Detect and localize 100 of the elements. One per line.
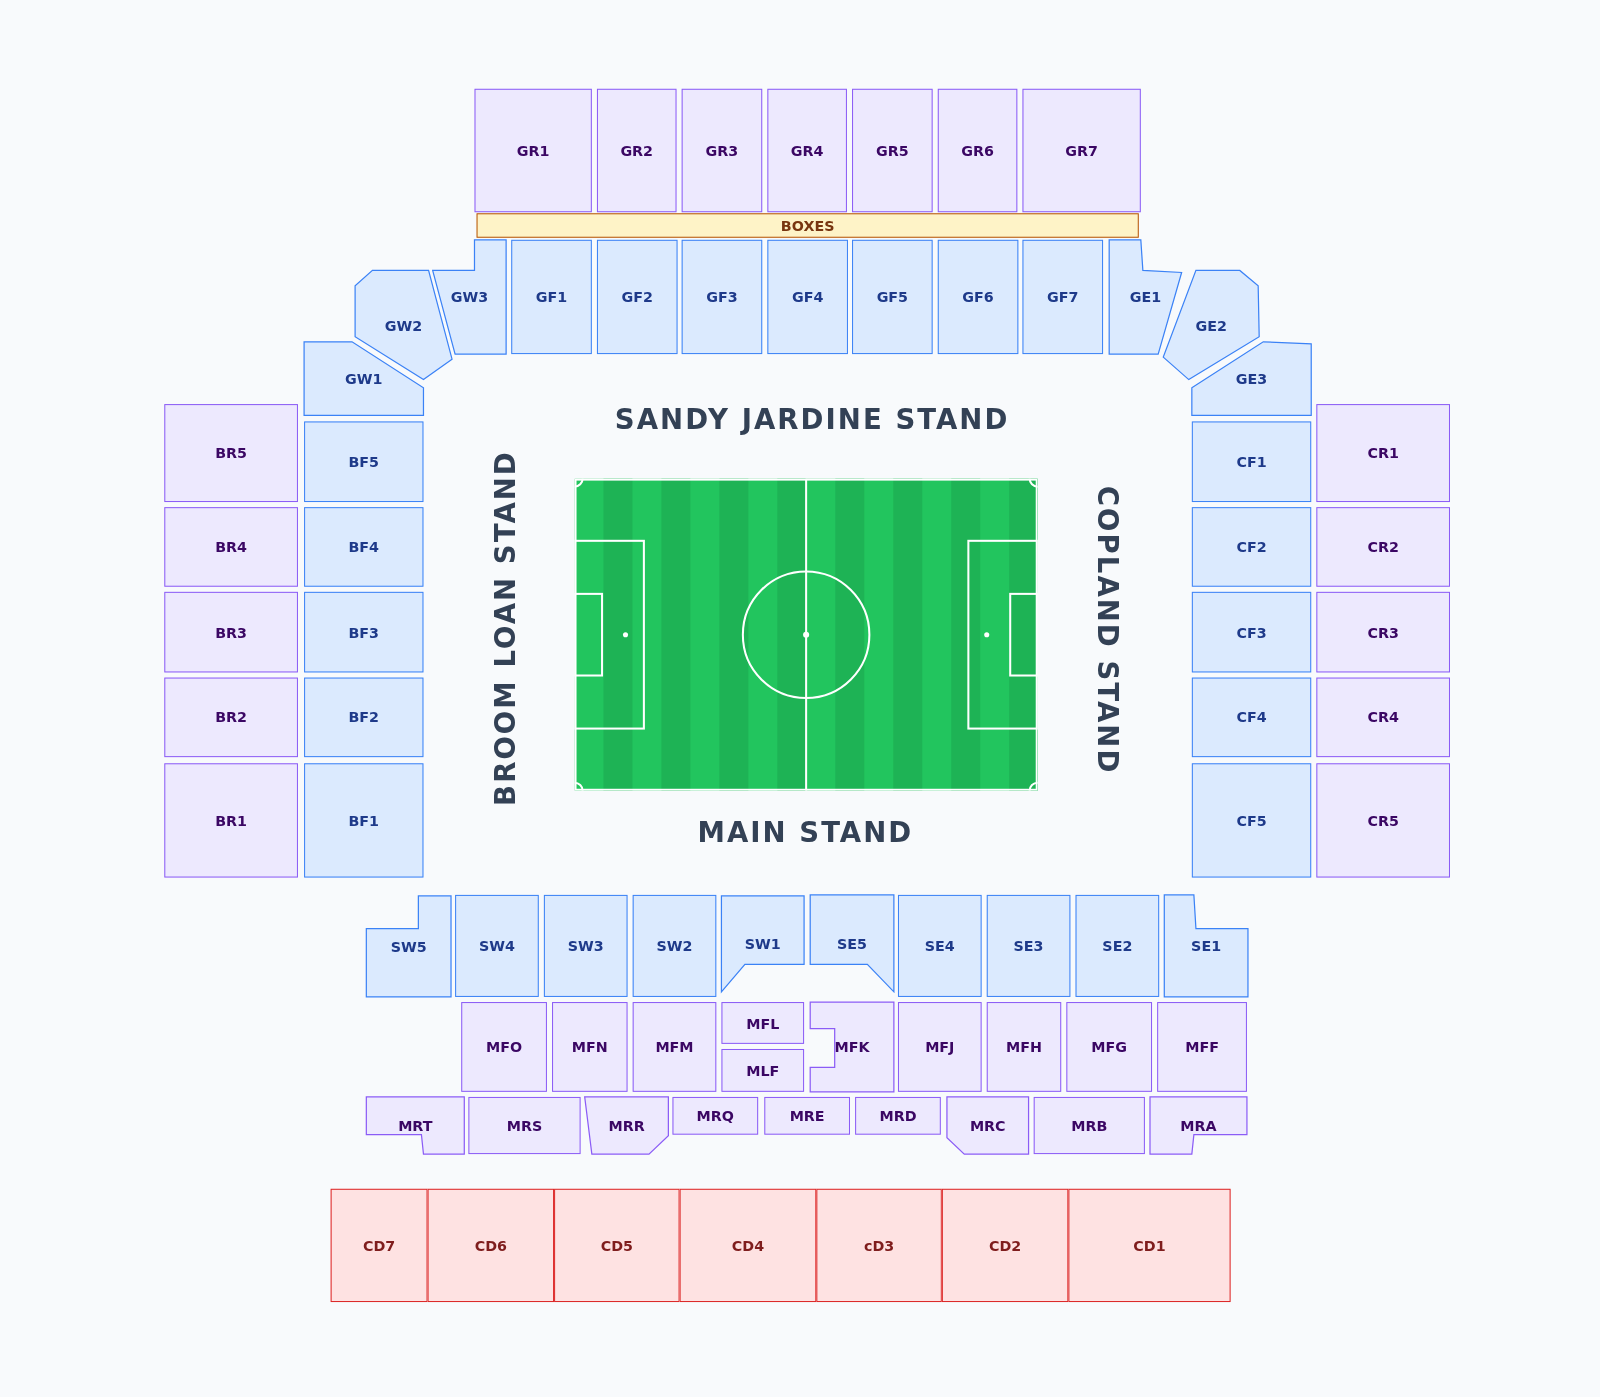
section-label: GR4 [790,142,824,159]
section-label: GF4 [791,288,824,306]
seating-section [767,88,847,213]
seating-section [552,1002,628,1092]
section-label: MRT [398,1117,433,1134]
seating-section [554,1188,680,1303]
section-label: GR2 [620,142,654,159]
seating-section [1157,1002,1247,1092]
seating-section [1191,763,1312,878]
seating-section [164,507,298,587]
section-label: MRE [789,1107,825,1124]
seating-section [476,213,1139,238]
section-label: CD4 [731,1237,765,1254]
seating-section [767,239,848,355]
section-label: BF5 [348,453,380,470]
section-label: GE1 [1129,288,1162,306]
seating-section [1316,591,1450,673]
section-label: SW2 [656,937,693,955]
seating-section [304,763,424,878]
section-label: SE2 [1102,937,1133,955]
seating-section [1191,677,1312,758]
section-label: GF6 [962,288,994,306]
seating-section [721,1049,805,1092]
seating-section [432,239,507,355]
section-label: MRB [1071,1117,1108,1134]
section-label: MRA [1180,1117,1217,1134]
section-label: BF2 [348,709,380,726]
section-label: GR7 [1065,142,1098,159]
seating-section [1316,404,1450,503]
seating-section [679,1188,817,1303]
seating-section [596,88,677,213]
section-label: CR3 [1367,624,1399,641]
section-label: GW3 [450,288,489,306]
section-label: MRC [969,1117,1006,1134]
section-label: GF2 [621,288,653,306]
section-label: CR5 [1367,812,1399,829]
section-label: GR6 [961,142,994,159]
seating-section [1022,239,1104,355]
section-label: GF3 [706,288,738,306]
seating-section [304,341,424,416]
seating-section [1022,88,1141,213]
section-label: CF2 [1236,538,1267,556]
seating-section [1191,421,1312,503]
seating-section [816,1188,942,1303]
section-label: CD1 [1133,1237,1166,1254]
seating-section [468,1096,581,1155]
section-label: GR1 [516,142,550,159]
section-label: MRS [506,1117,543,1134]
section-label: SE1 [1191,937,1222,955]
seating-section [937,239,1019,355]
seating-section [304,677,424,758]
seating-section [164,763,298,878]
seating-section [1316,677,1450,758]
seating-section [897,1002,982,1092]
seating-section [946,1096,1029,1155]
section-label: CF5 [1236,812,1267,829]
section-label: BR5 [215,444,248,462]
stand-name: BROOM LOAN STAND [489,449,521,806]
seating-section [1164,894,1248,997]
section-label: MFN [571,1038,608,1056]
section-label: BOXES [780,217,835,234]
seating-section [810,894,894,992]
seating-section [330,1188,428,1303]
section-label: GR3 [705,142,739,159]
section-label: SE4 [924,937,955,955]
section-label: CR1 [1367,444,1399,462]
section-label: BF3 [348,624,380,641]
section-label: MFL [746,1014,780,1032]
seating-section [596,239,678,355]
seating-section [764,1096,850,1135]
section-label: CF3 [1236,624,1267,641]
section-label: MLF [746,1062,780,1079]
seating-section [672,1096,759,1135]
section-label: MFH [1006,1038,1042,1056]
seating-section [1316,763,1450,878]
seating-section [164,404,298,503]
section-label: MFJ [925,1038,955,1056]
section-label: BR1 [215,812,248,829]
section-label: CF1 [1236,453,1267,470]
section-label: GF1 [535,288,568,306]
section-label: CF4 [1236,709,1267,726]
seating-section [632,894,717,997]
section-label: BR4 [215,538,248,556]
seating-section [852,239,933,355]
seating-section [164,591,298,673]
seating-section [1033,1096,1145,1155]
section-label: GE3 [1235,370,1268,387]
section-label: SE3 [1013,937,1044,955]
seating-section [632,1002,717,1092]
stand-name: MAIN STAND [697,815,914,848]
seating-section [941,1188,1069,1303]
seating-section [1068,1188,1231,1303]
seating-section [721,895,805,992]
seating-section [1191,507,1312,587]
seating-section [304,421,424,503]
stand-name: COPLAND STAND [1091,485,1123,774]
section-label: cD3 [863,1237,895,1254]
section-label: MFF [1185,1038,1219,1056]
section-label: BF4 [348,538,380,556]
seating-section [366,1096,465,1155]
